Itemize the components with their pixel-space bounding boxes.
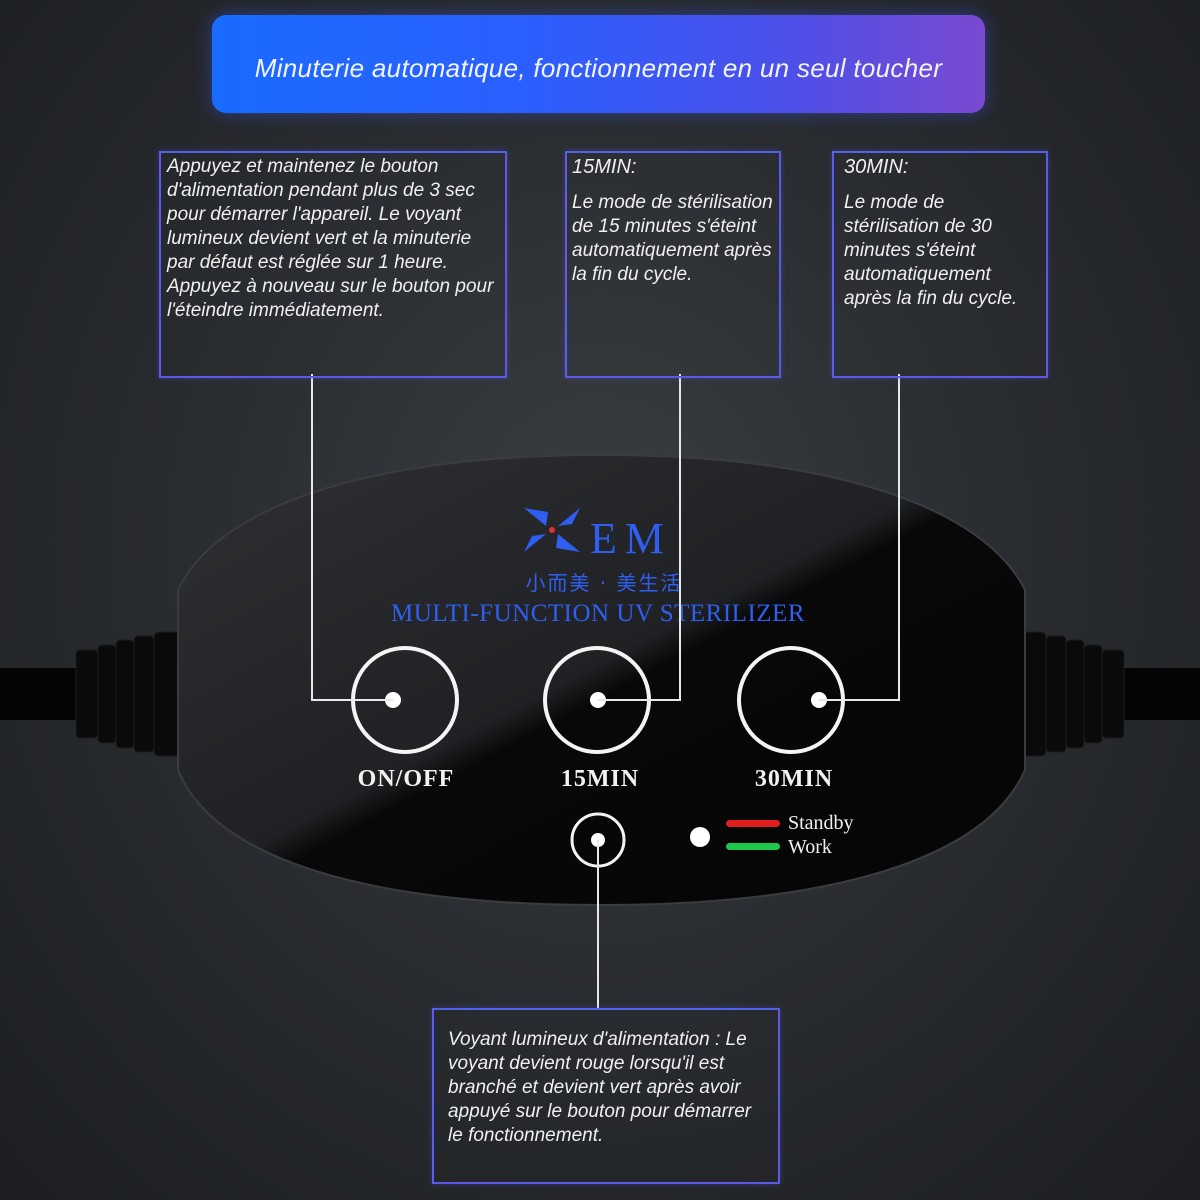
controller-body <box>177 453 1026 907</box>
30min-callout-heading: 30MIN: <box>844 156 909 178</box>
indicator-led-callout: Voyant lumineux d'alimentation : Le voya… <box>432 1008 780 1184</box>
work-color-bar <box>726 843 780 850</box>
on-off-label: ON/OFF <box>358 766 455 792</box>
model-name: MULTI-FUNCTION UV STERILIZER <box>391 600 805 627</box>
left-cable <box>0 668 90 720</box>
30min-leader-line <box>819 374 900 701</box>
power-button-callout: Appuyez et maintenez le bouton d'aliment… <box>159 151 507 378</box>
brand-subtitle: 小而美 · 美生活 <box>525 571 682 595</box>
15min-label: 15MIN <box>561 766 639 792</box>
left-strain-relief <box>75 631 189 757</box>
30min-label: 30MIN <box>755 766 833 792</box>
legend-indicator-dot <box>690 827 710 847</box>
banner-title: Minuterie automatique, fonctionnement en… <box>254 53 943 83</box>
15min-leader-line <box>598 374 681 701</box>
right-strain-relief <box>1011 631 1125 757</box>
15min-callout-text: Le mode de stérilisation de 15 minutes s… <box>572 192 773 285</box>
30min-callout-text: Le mode de stérilisation de 30 minutes s… <box>844 192 1018 309</box>
brand-name: EM <box>590 514 672 563</box>
right-cable <box>1110 668 1200 720</box>
power-leader-line <box>311 374 393 701</box>
standby-label: Standby <box>788 812 854 834</box>
power-callout-text: Appuyez et maintenez le bouton d'aliment… <box>167 156 494 321</box>
standby-color-bar <box>726 820 780 827</box>
title-banner: Minuterie automatique, fonctionnement en… <box>212 15 985 113</box>
work-label: Work <box>788 836 832 858</box>
30min-callout: 30MIN: Le mode de stérilisation de 30 mi… <box>832 151 1048 378</box>
brand-logo-icon <box>524 508 580 552</box>
callout-leader-lines <box>311 374 900 1010</box>
15min-callout-heading: 15MIN: <box>572 156 637 178</box>
15min-callout: 15MIN: Le mode de stérilisation de 15 mi… <box>565 151 781 378</box>
led-callout-text: Voyant lumineux d'alimentation : Le voya… <box>448 1029 752 1146</box>
